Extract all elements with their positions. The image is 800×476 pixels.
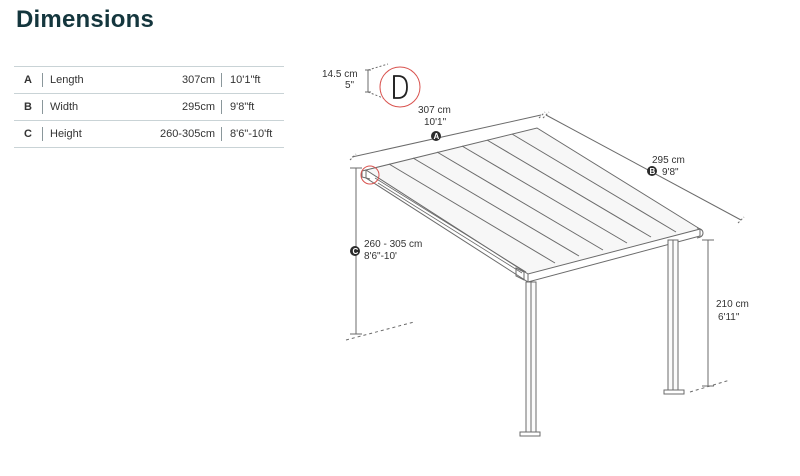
divider <box>221 127 222 141</box>
dimension-name: Width <box>50 101 79 113</box>
dimension-code: A <box>24 74 32 86</box>
height-imperial-label: 8'6"-10' <box>364 251 397 262</box>
dimension-imperial: 8'6"-10'ft <box>230 128 273 140</box>
length-imperial-label: 10'1" <box>424 117 447 128</box>
dimension-name: Length <box>50 74 84 86</box>
dimension-name: Height <box>50 128 82 140</box>
divider <box>42 100 43 114</box>
length-badge-letter: A <box>434 132 440 141</box>
post-imperial-label: 6'11" <box>718 312 740 323</box>
width-badge <box>647 166 657 176</box>
length-badge <box>431 131 441 141</box>
front-post <box>515 267 541 437</box>
dimension-code: B <box>24 101 32 113</box>
divider <box>42 127 43 141</box>
dimension-row-width: B Width 295cm 9'8"ft <box>14 94 284 121</box>
dimension-code: C <box>24 128 32 140</box>
dimension-metric: 295cm <box>181 101 215 113</box>
width-dimension-line <box>542 111 745 224</box>
page-title: Dimensions <box>16 6 155 33</box>
post-height-dimension-line <box>689 239 731 393</box>
dimension-imperial: 9'8"ft <box>230 101 255 113</box>
profile-imperial-label: 5" <box>345 80 355 91</box>
profile-metric-label: 14.5 cm <box>322 69 358 80</box>
post-metric-label: 210 cm <box>716 299 749 310</box>
roof-panel <box>361 127 704 283</box>
divider <box>42 73 43 87</box>
width-imperial-label: 9'8" <box>662 167 679 178</box>
length-dimension-line <box>349 111 546 161</box>
dimension-row-height: C Height 260-305cm 8'6"-10'ft <box>14 121 284 148</box>
divider <box>221 73 222 87</box>
back-post <box>663 239 685 395</box>
height-badge-letter: C <box>353 247 359 256</box>
height-badge <box>350 246 360 256</box>
profile-highlight-marker <box>360 165 380 185</box>
width-badge-letter: B <box>650 167 656 176</box>
dimension-row-length: A Length 307cm 10'1"ft <box>14 66 284 94</box>
dimension-metric: 260-305cm <box>159 128 215 140</box>
profile-detail <box>379 66 421 108</box>
width-metric-label: 295 cm <box>652 155 685 166</box>
divider <box>221 100 222 114</box>
dimensions-table: A Length 307cm 10'1"ft B Width 295cm 9'8… <box>14 66 284 148</box>
length-metric-label: 307 cm <box>418 105 451 116</box>
height-metric-label: 260 - 305 cm <box>364 239 422 250</box>
dimension-metric: 307cm <box>181 74 215 86</box>
dimension-imperial: 10'1"ft <box>230 74 261 86</box>
